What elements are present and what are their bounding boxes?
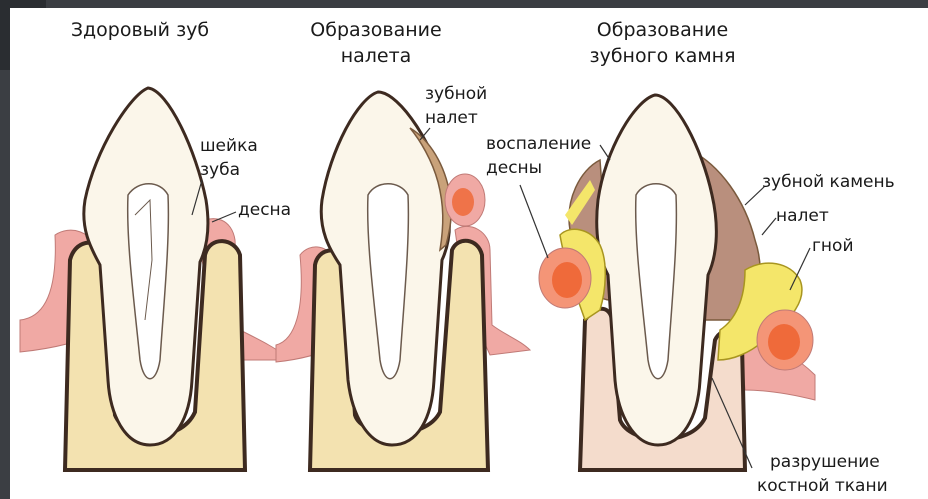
label-plaque2: налет xyxy=(776,206,829,227)
leader-gum xyxy=(212,212,236,222)
title-plaque-1: Образование xyxy=(296,18,456,42)
label-neck-1: шейка xyxy=(200,136,258,157)
title-plaque-2: налета xyxy=(296,44,456,68)
title-calculus-2: зубного камня xyxy=(580,44,745,68)
leader-inflammation xyxy=(520,185,548,258)
label-bone-loss-2: костной ткани xyxy=(757,476,888,497)
label-calculus: зубной камень xyxy=(762,172,895,193)
title-calculus-1: Образование xyxy=(580,18,745,42)
label-plaque-2: налет xyxy=(425,108,478,129)
label-inflammation-2: десны xyxy=(486,158,542,179)
label-neck-2: зуба xyxy=(200,160,240,181)
label-bone-loss-1: разрушение xyxy=(770,452,880,473)
label-plaque-1: зубной xyxy=(425,84,487,105)
leader-plaque2 xyxy=(762,218,776,235)
calculus-pus-right-core xyxy=(768,324,800,360)
label-inflammation-1: воспаление xyxy=(486,134,591,155)
plaque-inflamed-core xyxy=(452,188,474,216)
label-pus: гной xyxy=(812,236,854,257)
leader-inflammation-2 xyxy=(600,145,610,160)
label-gum: десна xyxy=(238,200,291,221)
title-healthy: Здоровый зуб xyxy=(50,18,230,42)
calculus-inflamed-left-core xyxy=(552,262,582,298)
